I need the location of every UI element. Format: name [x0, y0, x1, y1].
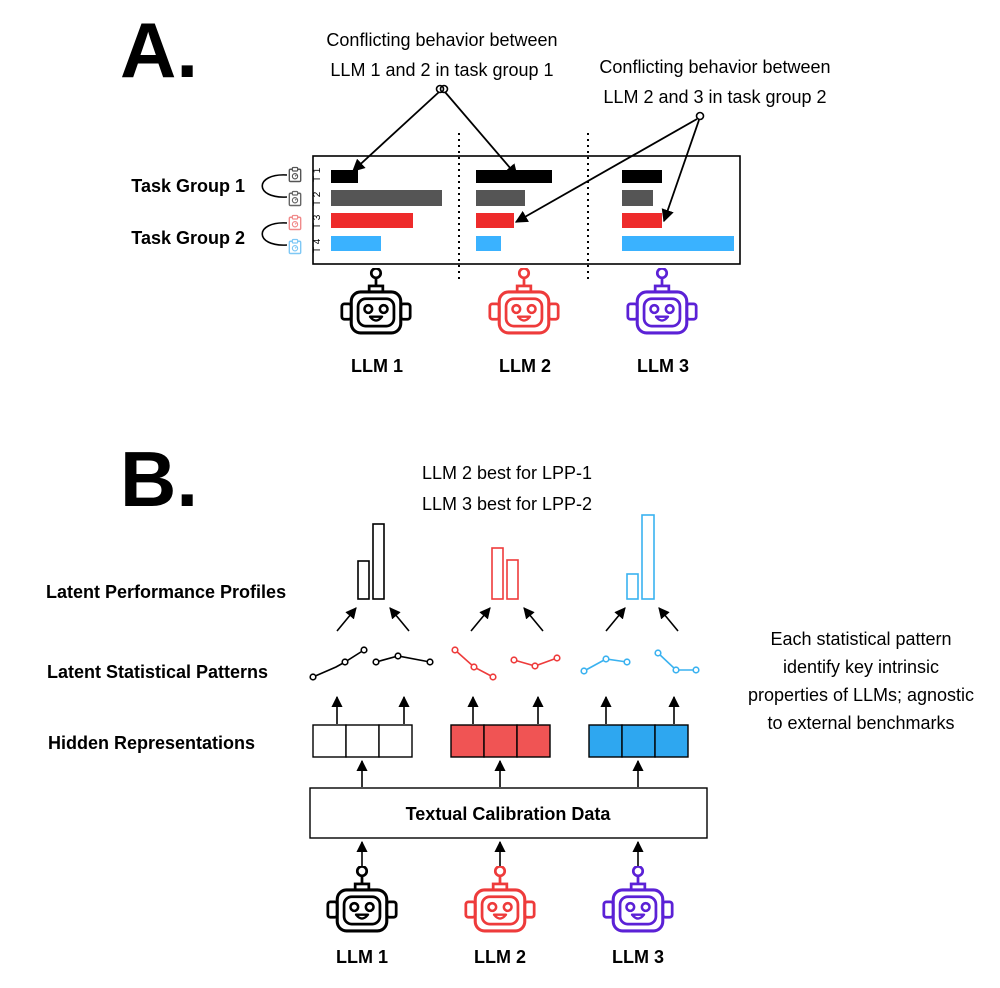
- llm3-task-bars: [622, 170, 734, 251]
- note-line1: Each statistical pattern: [770, 629, 951, 649]
- bar-llm2-t2: [476, 190, 525, 206]
- profile-llm1-lpp1-bar: [357, 560, 370, 600]
- conflict1-line2: LLM 1 and 2 in task group 1: [330, 60, 553, 80]
- hidden-llm1: [312, 724, 413, 758]
- panel-b-letter: B.: [120, 435, 198, 523]
- bar-llm2-t4: [476, 236, 501, 251]
- llm1-label: LLM 1: [351, 356, 403, 376]
- llm3-label: LLM 3: [637, 356, 689, 376]
- hidden-to-pattern-arrows: [331, 695, 680, 724]
- task-group-1-bracket: [261, 174, 288, 198]
- calibration-label: Textual Calibration Data: [406, 804, 612, 824]
- profile-llm2: [491, 547, 519, 600]
- robot-icon: [340, 268, 412, 335]
- robot-icon: [326, 866, 398, 933]
- profile-llm2-lpp1-bar: [491, 547, 504, 600]
- task-label-t2: T 2: [312, 191, 323, 206]
- calibration-box: [309, 787, 708, 839]
- task-icons: [288, 166, 302, 255]
- task-group-2-label: Task Group 2: [131, 228, 245, 248]
- bar-llm1-t1: [331, 170, 358, 183]
- llm1-label-b: LLM 1: [336, 947, 388, 967]
- conflict1-line1: Conflicting behavior between: [326, 30, 557, 50]
- clipboard-icon: [288, 238, 302, 255]
- bar-llm1-t3: [331, 213, 413, 228]
- best-lpp2: LLM 3 best for LPP-2: [422, 494, 592, 514]
- llm2-label-b: LLM 2: [474, 947, 526, 967]
- bar-llm1-t4: [331, 236, 381, 251]
- conflict2-line2: LLM 2 and 3 in task group 2: [603, 87, 826, 107]
- bar-llm1-t2: [331, 190, 442, 206]
- note-line2: identify key intrinsic: [783, 657, 939, 677]
- task-group-1-label: Task Group 1: [131, 176, 245, 196]
- task-performance-frame: [312, 155, 741, 265]
- row-label-patterns: Latent Statistical Patterns: [47, 662, 268, 682]
- profile-llm3: [626, 514, 655, 600]
- robot-icon: [602, 866, 674, 933]
- panel-a-letter: A.: [120, 6, 198, 94]
- bar-llm3-t3: [622, 213, 662, 228]
- profile-llm1-lpp2-bar: [372, 523, 385, 600]
- bar-llm3-t4: [622, 236, 734, 251]
- llm1-task-bars: [331, 170, 442, 251]
- bar-llm3-t2: [622, 190, 653, 206]
- calibration-to-hidden-arrows: [356, 759, 644, 787]
- bar-llm3-t1: [622, 170, 662, 183]
- clipboard-icon: [288, 166, 302, 183]
- robot-icon: [464, 866, 536, 933]
- hidden-llm3: [588, 724, 689, 758]
- clipboard-icon: [288, 214, 302, 231]
- best-lpp1: LLM 2 best for LPP-1: [422, 463, 592, 483]
- note-line3: properties of LLMs; agnostic: [748, 685, 974, 705]
- conflict2-arrows: [514, 111, 705, 223]
- pattern-llm1: [309, 646, 434, 681]
- pattern-llm3: [580, 649, 700, 675]
- task-labels: T 1 T 2 T 3 T 4: [312, 167, 323, 253]
- task-label-t1: T 1: [312, 167, 323, 182]
- pattern-to-profile-arrows: [336, 607, 679, 632]
- robot-to-calibration-arrows: [356, 840, 644, 866]
- clipboard-icon: [288, 190, 302, 207]
- profile-llm2-lpp2-bar: [506, 559, 519, 600]
- row-label-profiles: Latent Performance Profiles: [46, 582, 286, 602]
- task-label-t4: T 4: [312, 238, 323, 253]
- profile-llm1: [357, 523, 385, 600]
- profile-llm3-lpp1-bar: [626, 573, 639, 600]
- conflict2-line1: Conflicting behavior between: [599, 57, 830, 77]
- bar-llm2-t1: [476, 170, 552, 183]
- llm2-label: LLM 2: [499, 356, 551, 376]
- row-label-hidden: Hidden Representations: [48, 733, 255, 753]
- bar-llm2-t3: [476, 213, 514, 228]
- task-group-2-bracket: [261, 222, 288, 246]
- llm2-task-bars: [476, 170, 552, 251]
- hidden-llm2: [450, 724, 551, 758]
- profile-llm3-lpp2-bar: [641, 514, 655, 600]
- pattern-llm2: [451, 646, 561, 681]
- llm3-label-b: LLM 3: [612, 947, 664, 967]
- robot-icon: [488, 268, 560, 335]
- task-label-t3: T 3: [312, 214, 323, 229]
- note-line4: to external benchmarks: [767, 713, 954, 733]
- robot-icon: [626, 268, 698, 335]
- conflict1-arrows: [352, 84, 518, 177]
